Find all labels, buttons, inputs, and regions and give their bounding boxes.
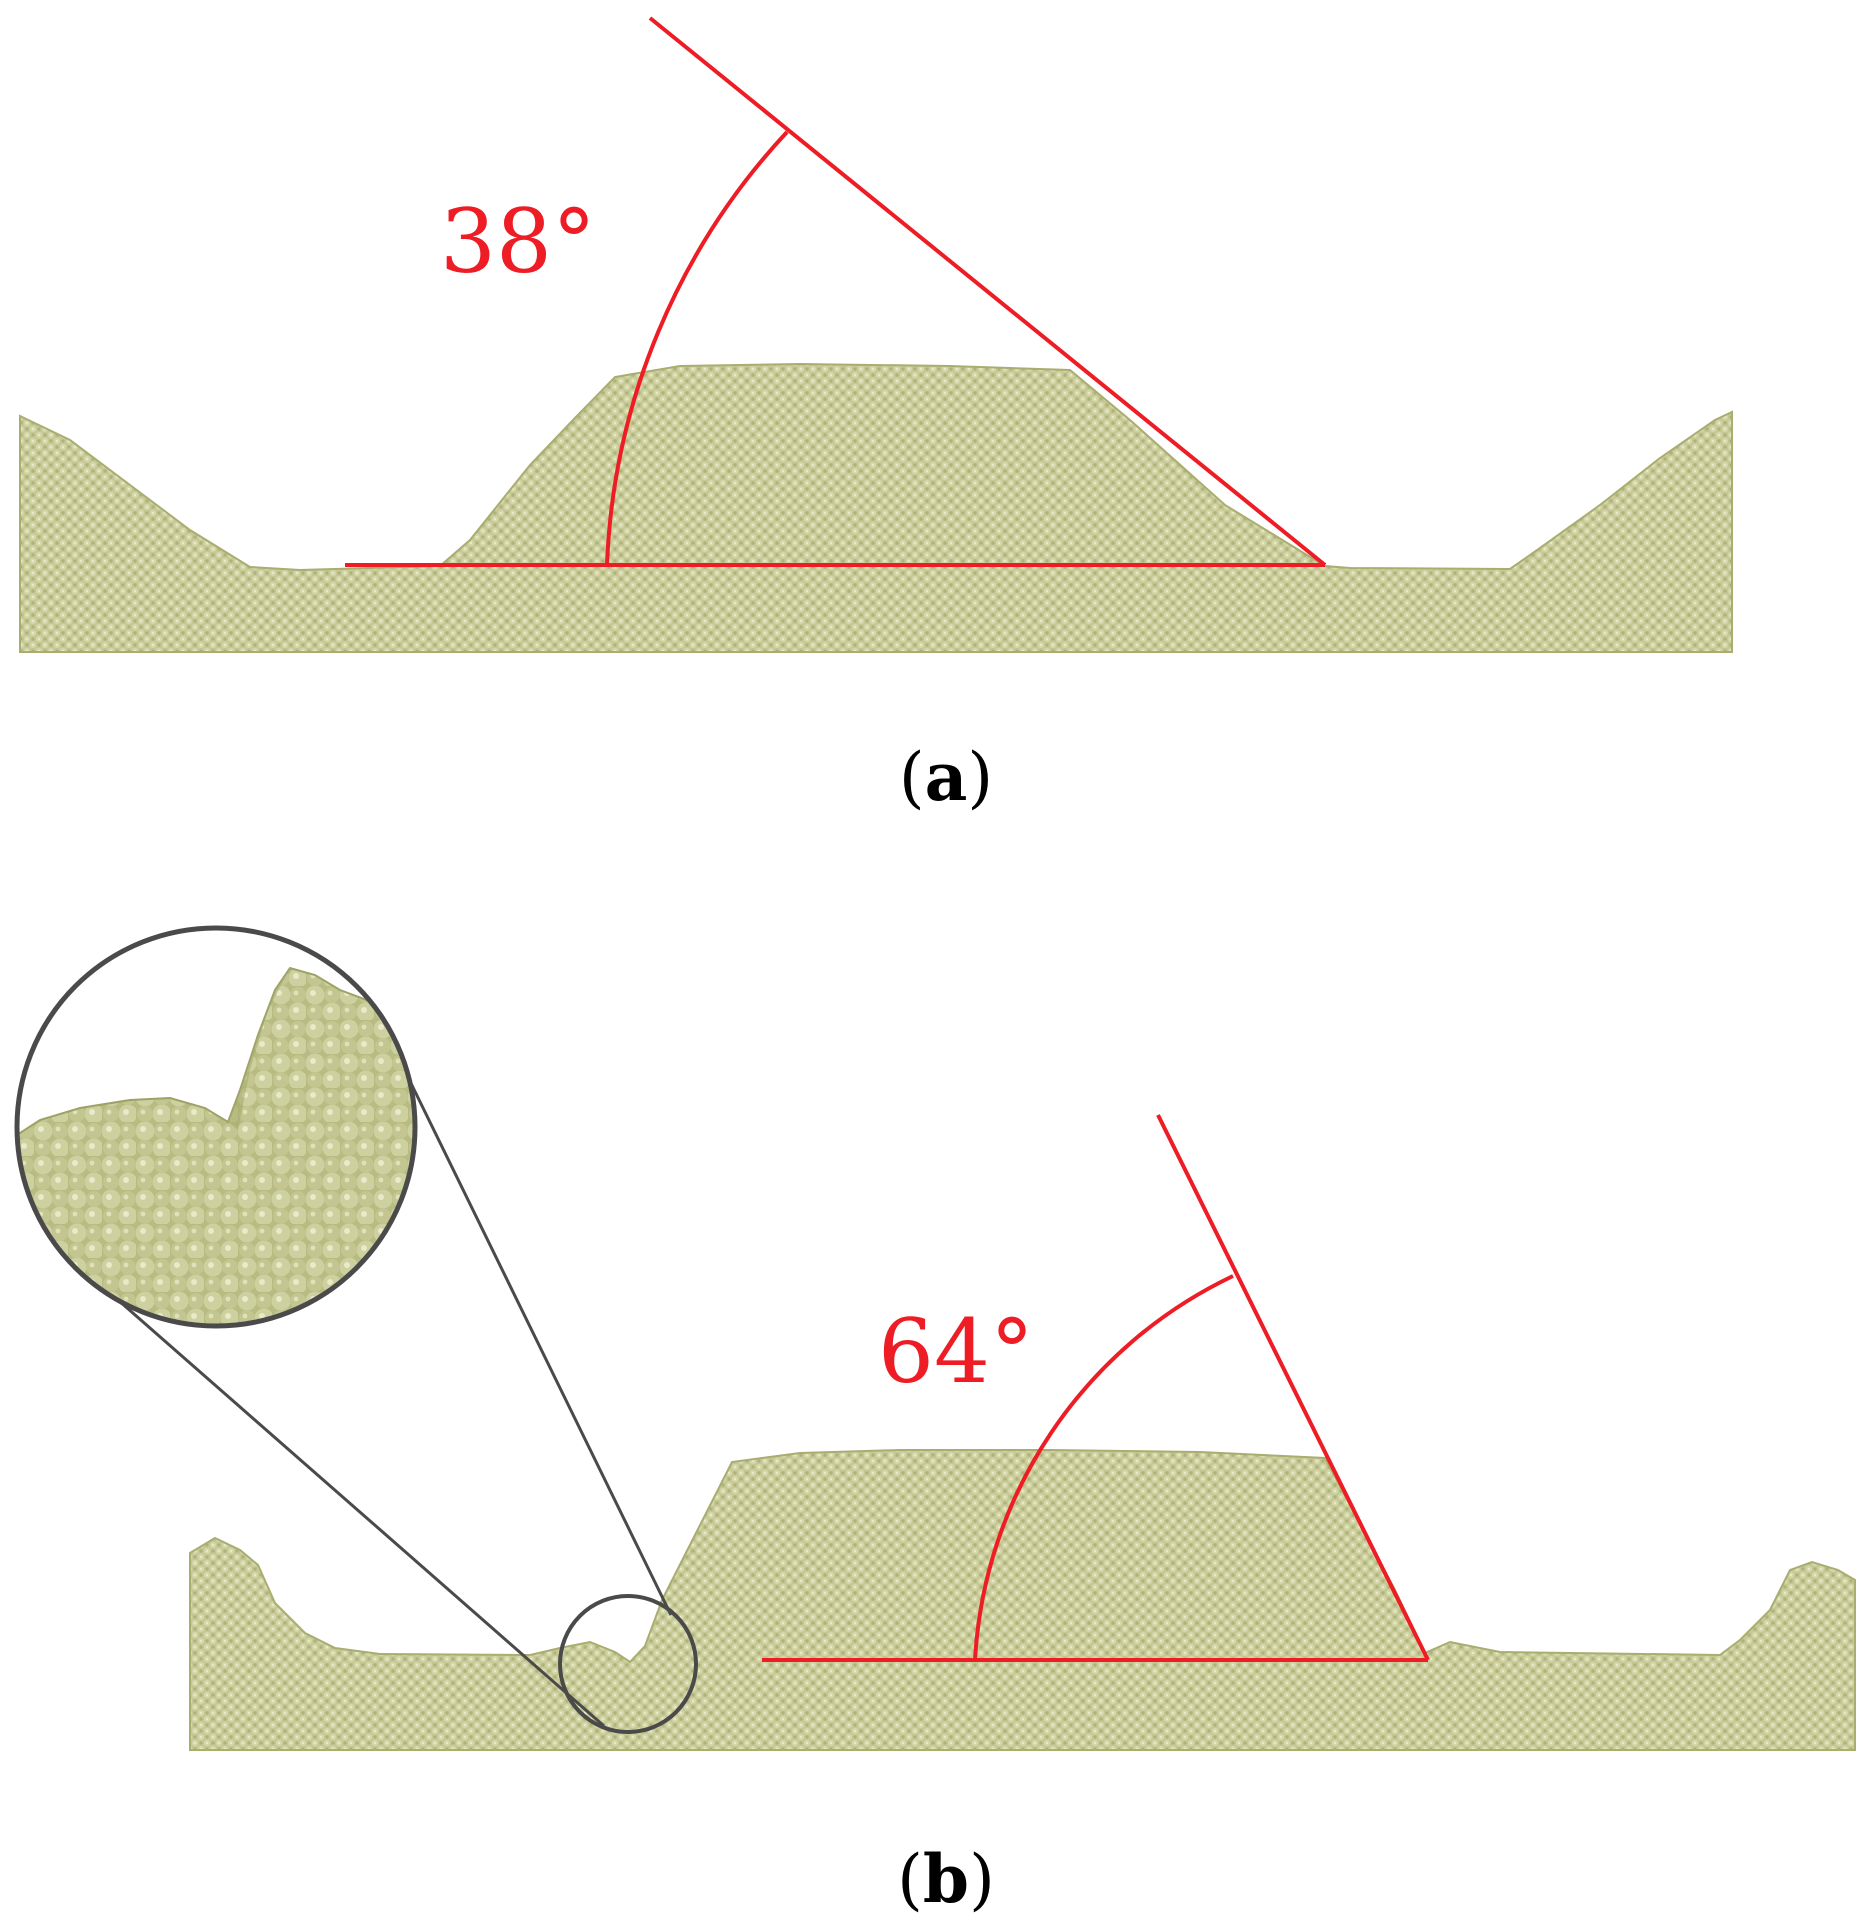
zoom-connector-lower (109, 1291, 605, 1728)
panel-a-granular-bed (19, 362, 1733, 653)
panel-b-caption-letter: b (923, 1840, 969, 1918)
zoom-connector-upper (402, 1068, 673, 1616)
panel-b-slope-line (1156, 1114, 1430, 1661)
zoom-target-circle (558, 1594, 698, 1734)
panel-a: 38° (a) (19, 16, 1733, 816)
panel-b-granular-bed (189, 1449, 1856, 1751)
panel-a-angle-label: 38° (440, 190, 596, 293)
panel-b-caption: (b) (897, 1840, 995, 1918)
panel-a-caption-letter: a (925, 738, 968, 816)
zoom-inset-circle (14, 925, 418, 1329)
panel-a-angle-arc (605, 130, 789, 566)
panel-b-angle-label: 64° (878, 1300, 1034, 1403)
panel-a-caption: (a) (899, 738, 993, 816)
panel-b-angle-measure: 64° (762, 1114, 1430, 1662)
panel-b: 64° (b) (14, 925, 1856, 1918)
panel-a-slope-line (648, 16, 1327, 567)
zoom-inset-step-shadow (228, 968, 290, 1130)
panel-b-angle-arc (973, 1274, 1234, 1661)
zoom-callout (14, 925, 698, 1734)
zoom-inset-image (17, 928, 415, 1326)
panel-a-angle-measure: 38° (345, 16, 1327, 567)
